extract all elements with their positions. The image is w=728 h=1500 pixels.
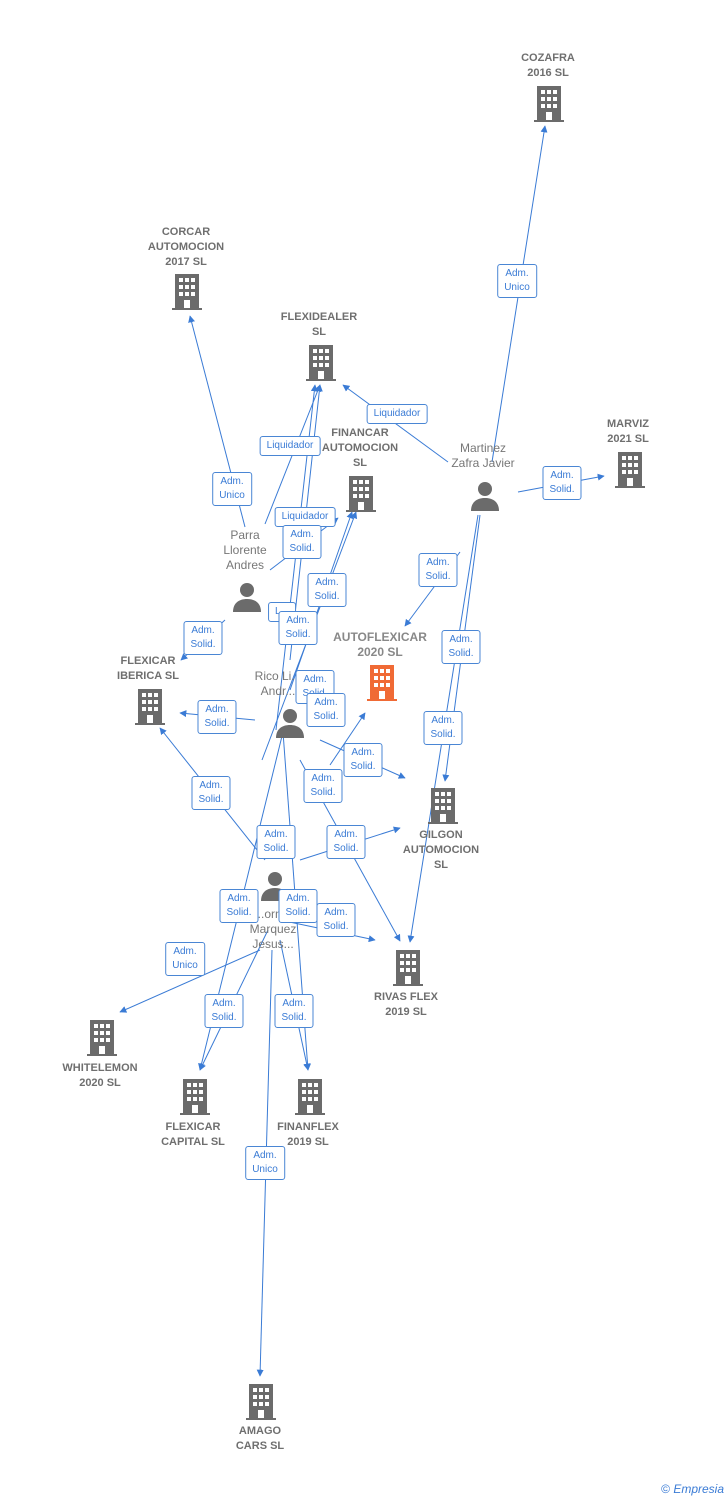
company-autoflexicar-label[interactable]: AUTOFLEXICAR 2020 SL xyxy=(333,630,427,659)
building-icon[interactable] xyxy=(534,86,564,122)
company-cozafra-label[interactable]: COZAFRA 2016 SL xyxy=(521,52,575,79)
relation-label[interactable]: Liquidador xyxy=(259,436,321,456)
company-flexicar-capital-label[interactable]: FLEXICAR CAPITAL SL xyxy=(161,1121,225,1148)
company-gilgon-label[interactable]: GILGON AUTOMOCION SL xyxy=(402,829,480,871)
relation-label[interactable]: Adm. Solid. xyxy=(256,825,296,859)
person-rico-label[interactable]: Rico Li... Andr... xyxy=(254,669,302,698)
company-flexicar-iberica-label[interactable]: FLEXICAR IBERICA SL xyxy=(117,655,179,682)
building-icon[interactable] xyxy=(615,452,645,488)
relation-label[interactable]: Adm. Solid. xyxy=(418,553,458,587)
building-icon[interactable] xyxy=(306,345,336,381)
relation-label[interactable]: Adm. Solid. xyxy=(326,825,366,859)
person-icon[interactable] xyxy=(470,481,500,511)
relation-label[interactable]: Adm. Unico xyxy=(165,942,205,976)
relation-label[interactable]: Adm. Solid. xyxy=(306,693,346,727)
relation-label[interactable]: Adm. Solid. xyxy=(274,994,314,1028)
company-rivas-flex-label[interactable]: RIVAS FLEX 2019 SL xyxy=(374,991,438,1018)
relation-label[interactable]: Adm. Solid. xyxy=(303,769,343,803)
building-icon[interactable] xyxy=(393,950,423,986)
relation-label[interactable]: Adm. Solid. xyxy=(441,630,481,664)
building-icon[interactable] xyxy=(172,274,202,310)
relation-label[interactable]: Adm. Solid. xyxy=(204,994,244,1028)
company-marviz-label[interactable]: MARVIZ 2021 SL xyxy=(607,418,649,445)
relation-label[interactable]: Liquidador xyxy=(274,507,336,527)
relation-label[interactable]: Adm. Solid. xyxy=(307,573,347,607)
relation-label[interactable]: Adm. Solid. xyxy=(191,776,231,810)
copyright: © Empresia xyxy=(661,1482,724,1496)
relation-label[interactable]: Adm. Unico xyxy=(212,472,252,506)
person-icon[interactable] xyxy=(275,708,305,738)
relation-label[interactable]: Adm. Solid. xyxy=(343,743,383,777)
relation-label[interactable]: Adm. Solid. xyxy=(316,903,356,937)
person-icon[interactable] xyxy=(232,582,262,612)
relation-edge xyxy=(329,712,366,766)
building-focus-icon[interactable] xyxy=(367,665,397,701)
company-finanflex-label[interactable]: FINANFLEX 2019 SL xyxy=(277,1121,339,1148)
person-martinez-label[interactable]: Martinez Zafra Javier xyxy=(451,441,515,470)
building-icon[interactable] xyxy=(180,1079,210,1115)
relation-label[interactable]: Adm. Solid. xyxy=(282,525,322,559)
building-icon[interactable] xyxy=(346,476,376,512)
relation-label[interactable]: Adm. Solid. xyxy=(183,621,223,655)
building-icon[interactable] xyxy=(135,689,165,725)
relation-label[interactable]: Adm. Solid. xyxy=(278,611,318,645)
relation-label[interactable]: Adm. Unico xyxy=(245,1146,285,1180)
person-parra-label[interactable]: Parra Llorente Andres xyxy=(223,528,267,572)
relation-label[interactable]: Adm. Solid. xyxy=(423,711,463,745)
company-flexidealer-label[interactable]: FLEXIDEALER SL xyxy=(280,311,358,338)
relation-label[interactable]: Adm. Unico xyxy=(497,264,537,298)
relation-label[interactable]: Adm. Solid. xyxy=(219,889,259,923)
company-whitelemon-label[interactable]: WHITELEMON 2020 SL xyxy=(62,1062,138,1089)
relation-edge xyxy=(119,949,261,1013)
building-icon[interactable] xyxy=(295,1079,325,1115)
brand-logo[interactable]: Empresia xyxy=(673,1482,724,1496)
relation-label[interactable]: Adm. Solid. xyxy=(197,700,237,734)
relation-label[interactable]: Adm. Solid. xyxy=(542,466,582,500)
company-financar-label[interactable]: FINANCAR AUTOMOCION SL xyxy=(321,427,399,469)
company-corcar-label[interactable]: CORCAR AUTOMOCION 2017 SL xyxy=(147,226,225,268)
company-amago-label[interactable]: AMAGO CARS SL xyxy=(235,1425,285,1452)
relation-label[interactable]: Liquidador xyxy=(366,404,428,424)
building-icon[interactable] xyxy=(87,1020,117,1056)
copyright-icon: © xyxy=(661,1482,670,1496)
relation-label[interactable]: Adm. Solid. xyxy=(278,889,318,923)
building-icon[interactable] xyxy=(246,1384,276,1420)
building-icon[interactable] xyxy=(428,788,458,824)
